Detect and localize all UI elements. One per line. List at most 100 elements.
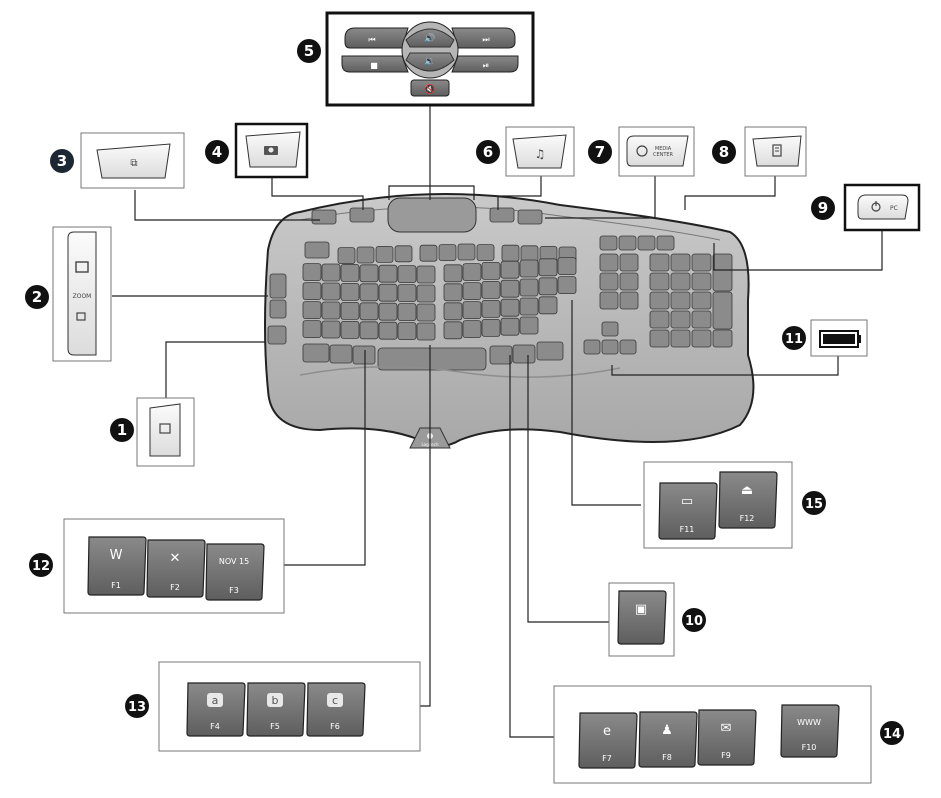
- top-app-key[interactable]: [489, 207, 515, 223]
- nav-cluster-key[interactable]: [599, 272, 619, 291]
- alpha-key[interactable]: [397, 322, 417, 341]
- alpha-key[interactable]: [519, 259, 539, 278]
- f8-messenger-key[interactable]: ♟F8: [638, 711, 698, 768]
- zoom-out-side-key[interactable]: [269, 299, 287, 319]
- numpad-key[interactable]: [691, 310, 712, 329]
- alpha-key[interactable]: [416, 265, 436, 284]
- top-app-key[interactable]: [311, 209, 337, 225]
- f12-eject-key[interactable]: ⏏F12: [718, 471, 778, 529]
- prev-track-key[interactable]: [344, 27, 409, 49]
- numpad-key[interactable]: [691, 329, 712, 348]
- alt-gr-key[interactable]: [489, 345, 513, 365]
- alpha-key[interactable]: [340, 320, 360, 339]
- alpha-key[interactable]: [557, 276, 577, 295]
- alpha-key[interactable]: [359, 264, 379, 283]
- alpha-key[interactable]: [321, 301, 341, 320]
- f7-internet-key[interactable]: eF7: [578, 712, 638, 769]
- music-key[interactable]: ♫: [512, 134, 567, 169]
- function-row-key[interactable]: [337, 247, 356, 265]
- alpha-key[interactable]: [538, 277, 558, 296]
- pc-sleep-key[interactable]: PC: [857, 194, 909, 220]
- function-row-key[interactable]: [476, 244, 495, 262]
- alpha-key[interactable]: [321, 263, 341, 282]
- alpha-key[interactable]: [359, 302, 379, 321]
- alpha-key[interactable]: [500, 260, 520, 279]
- function-row-key[interactable]: [356, 246, 375, 264]
- alpha-key[interactable]: [359, 321, 379, 340]
- zoom-rocker[interactable]: ZOOM: [67, 231, 97, 356]
- top-app-key[interactable]: [517, 209, 543, 225]
- f9-email-key[interactable]: ✉F9: [697, 709, 757, 766]
- nav-key[interactable]: [618, 235, 637, 251]
- alpha-key[interactable]: [302, 282, 322, 301]
- numpad-key[interactable]: [670, 329, 691, 348]
- numpad-key[interactable]: [691, 272, 712, 291]
- nav-key[interactable]: [656, 235, 675, 251]
- numpad-key[interactable]: [649, 291, 670, 310]
- alpha-key[interactable]: [443, 302, 463, 321]
- spacebar[interactable]: [377, 347, 487, 371]
- nav-cluster-key[interactable]: [619, 272, 639, 291]
- zoom-in-side-key[interactable]: [269, 273, 287, 299]
- switcher-side-key[interactable]: [267, 325, 287, 345]
- alpha-key[interactable]: [321, 282, 341, 301]
- alpha-key[interactable]: [416, 303, 436, 322]
- numpad-key[interactable]: [649, 310, 670, 329]
- alpha-key[interactable]: [378, 321, 398, 340]
- function-row-key[interactable]: [501, 244, 520, 262]
- alpha-key[interactable]: [302, 320, 322, 339]
- calculator-key[interactable]: [752, 135, 802, 167]
- alpha-key[interactable]: [538, 296, 558, 315]
- stop-key[interactable]: [341, 55, 409, 73]
- numpad-key[interactable]: [691, 291, 712, 310]
- numpad-key[interactable]: [712, 291, 733, 330]
- nav-cluster-key[interactable]: [619, 253, 639, 272]
- volume-down-key[interactable]: [405, 52, 455, 72]
- function-row-key[interactable]: [438, 244, 457, 262]
- alpha-key[interactable]: [340, 263, 360, 282]
- numpad-key[interactable]: [712, 329, 733, 348]
- arrow-down-key[interactable]: [601, 339, 619, 355]
- nav-cluster-key[interactable]: [599, 253, 619, 272]
- volume-up-key[interactable]: [405, 28, 455, 48]
- alpha-key[interactable]: [378, 283, 398, 302]
- win-key[interactable]: [329, 344, 353, 364]
- alpha-key[interactable]: [500, 298, 520, 317]
- nav-cluster-key[interactable]: [619, 291, 639, 310]
- function-row-key[interactable]: [419, 244, 438, 262]
- ctrl-key[interactable]: [302, 343, 330, 363]
- alpha-key[interactable]: [462, 320, 482, 339]
- alpha-key[interactable]: [519, 297, 539, 316]
- menu-key[interactable]: [512, 344, 536, 364]
- arrow-left-key[interactable]: [583, 339, 601, 355]
- alpha-key[interactable]: [500, 317, 520, 336]
- alpha-key[interactable]: [481, 280, 501, 299]
- f4-key[interactable]: aF4: [186, 682, 246, 737]
- alpha-key[interactable]: [500, 279, 520, 298]
- arrow-right-key[interactable]: [619, 339, 637, 355]
- nav-cluster-key[interactable]: [599, 291, 619, 310]
- f6-key[interactable]: cF6: [306, 682, 366, 737]
- f11-battery-key[interactable]: ▭F11: [658, 482, 718, 540]
- alpha-key[interactable]: [302, 263, 322, 282]
- alpha-key[interactable]: [416, 322, 436, 341]
- numpad-key[interactable]: [712, 253, 733, 292]
- alpha-key[interactable]: [397, 284, 417, 303]
- gallery-key[interactable]: ▣: [617, 590, 667, 645]
- photo-gallery-key[interactable]: [245, 131, 301, 168]
- alpha-key[interactable]: [557, 257, 577, 276]
- flip-key[interactable]: ⧉: [96, 143, 171, 179]
- mute-key[interactable]: [410, 79, 450, 97]
- numpad-key[interactable]: [670, 272, 691, 291]
- alpha-key[interactable]: [481, 318, 501, 337]
- alpha-key[interactable]: [481, 299, 501, 318]
- alpha-key[interactable]: [519, 316, 539, 335]
- escape-key[interactable]: [304, 241, 330, 259]
- f1-word-key[interactable]: WF1: [87, 536, 147, 596]
- alpha-key[interactable]: [397, 265, 417, 284]
- numpad-key[interactable]: [691, 253, 712, 272]
- function-row-key[interactable]: [457, 243, 476, 261]
- numpad-key[interactable]: [649, 253, 670, 272]
